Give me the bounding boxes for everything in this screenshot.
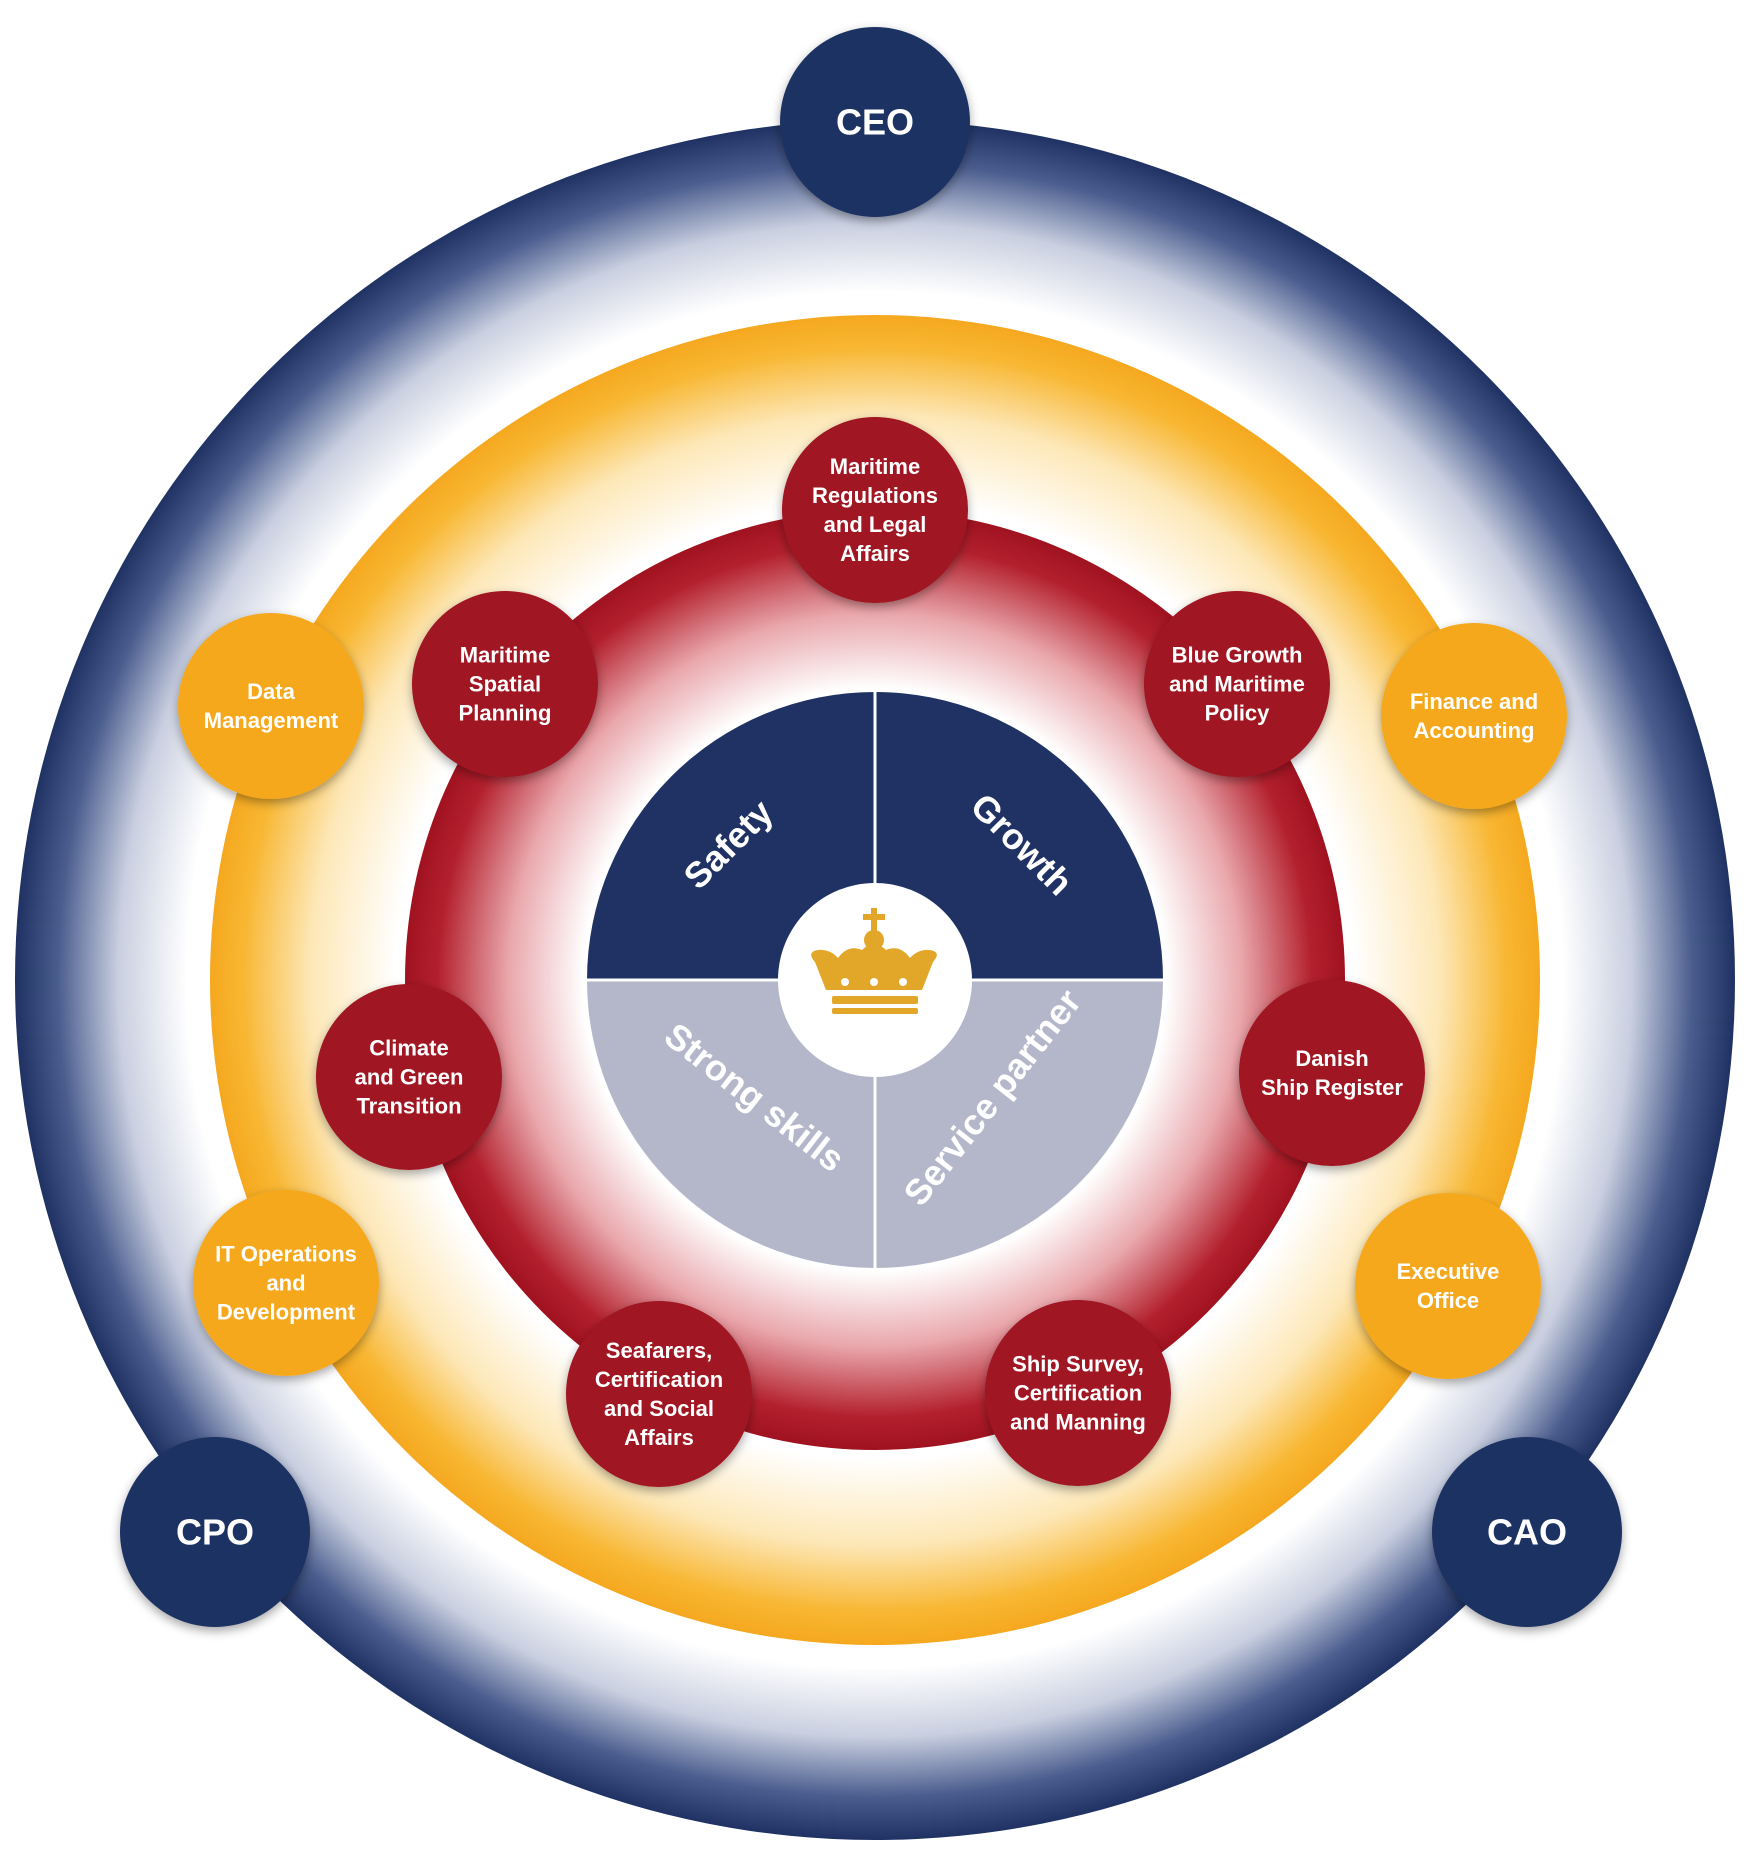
node-circle-executive-office	[1355, 1193, 1541, 1379]
node-label-maritime-spatial: Maritime	[460, 643, 550, 668]
node-label-executive-office: Executive	[1397, 1259, 1500, 1284]
node-label-maritime-regulations: and Legal	[824, 512, 927, 537]
node-circle-maritime-spatial	[412, 591, 598, 777]
node-label-data-management: Data	[247, 679, 295, 704]
node-label-blue-growth: Policy	[1205, 701, 1271, 726]
node-circle-seafarers	[566, 1301, 752, 1487]
quadrant-service-partner[interactable]	[875, 980, 1163, 1268]
node-label-ship-survey: Certification	[1014, 1381, 1142, 1406]
quadrant-safety[interactable]	[587, 692, 875, 980]
node-label-blue-growth: and Maritime	[1169, 672, 1305, 697]
node-label-finance-accounting: Finance and	[1410, 689, 1538, 714]
node-circle-cpo	[120, 1437, 310, 1627]
node-label-ship-survey: Ship Survey,	[1012, 1352, 1144, 1377]
node-circle-maritime-regulations	[782, 417, 968, 603]
node-label-danish-ship-register: Danish	[1295, 1046, 1368, 1071]
node-label-executive-office: Office	[1417, 1288, 1479, 1313]
node-label-ship-survey: and Manning	[1010, 1410, 1146, 1435]
node-ceo[interactable]: CEO	[780, 27, 970, 217]
node-label-seafarers: Certification	[595, 1367, 723, 1392]
center-quadrants: Safety Growth Strong skills Service part…	[587, 692, 1163, 1268]
node-label-seafarers: and Social	[604, 1396, 714, 1421]
node-label-cao: CAO	[1487, 1512, 1567, 1553]
node-circle-finance-accounting	[1381, 623, 1567, 809]
node-circle-climate-green	[316, 984, 502, 1170]
node-label-maritime-regulations: Regulations	[812, 483, 938, 508]
node-label-it-operations: and	[266, 1271, 305, 1296]
node-label-danish-ship-register: Ship Register	[1261, 1075, 1403, 1100]
node-label-maritime-spatial: Planning	[459, 701, 552, 726]
node-circle-ship-survey	[985, 1300, 1171, 1486]
node-cao[interactable]: CAO	[1432, 1437, 1622, 1627]
node-label-seafarers: Affairs	[624, 1425, 694, 1450]
node-label-finance-accounting: Accounting	[1414, 718, 1535, 743]
node-label-maritime-regulations: Maritime	[830, 454, 920, 479]
node-circle-it-operations	[193, 1190, 379, 1376]
quadrant-growth[interactable]	[875, 692, 1163, 980]
node-label-it-operations: Development	[217, 1300, 356, 1325]
node-ship-survey[interactable]: Ship Survey, Certification and Manning	[985, 1300, 1171, 1486]
node-circle-danish-ship-register	[1239, 980, 1425, 1166]
node-circle-data-management	[178, 613, 364, 799]
node-label-blue-growth: Blue Growth	[1172, 643, 1303, 668]
node-circle-blue-growth	[1144, 591, 1330, 777]
node-label-it-operations: IT Operations	[215, 1242, 357, 1267]
node-label-data-management: Management	[204, 708, 339, 733]
quadrant-strong-skills[interactable]	[587, 980, 875, 1268]
node-label-ceo: CEO	[836, 102, 914, 143]
node-circle-ceo	[780, 27, 970, 217]
node-label-climate-green: Climate	[369, 1036, 448, 1061]
node-label-maritime-spatial: Spatial	[469, 672, 541, 697]
node-circle-cao	[1432, 1437, 1622, 1627]
node-label-maritime-regulations: Affairs	[840, 541, 910, 566]
node-label-climate-green: Transition	[356, 1094, 461, 1119]
node-label-climate-green: and Green	[355, 1065, 464, 1090]
node-cpo[interactable]: CPO	[120, 1437, 310, 1627]
node-label-cpo: CPO	[176, 1512, 254, 1553]
node-label-seafarers: Seafarers,	[606, 1338, 712, 1363]
crown-icon	[811, 908, 937, 1014]
